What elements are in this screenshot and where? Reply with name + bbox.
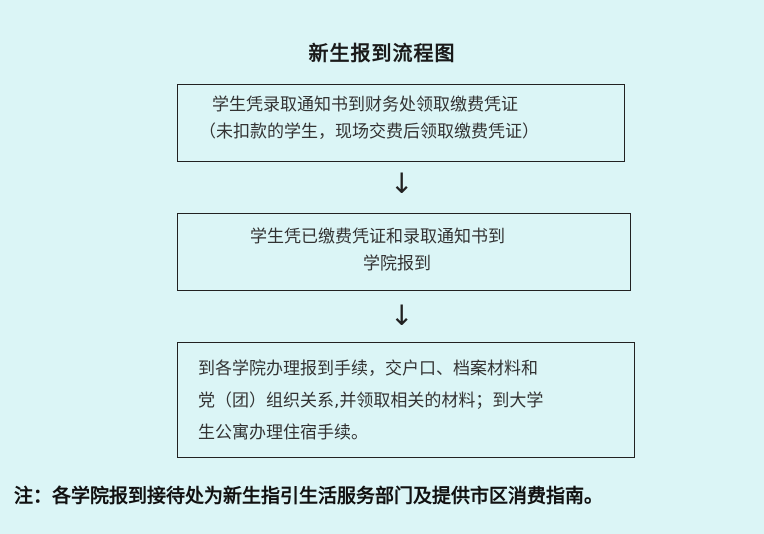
step-3-line-3: 生公寓办理住宿手续。 <box>198 423 368 443</box>
step-1-line-2: （未扣款的学生，现场交费后领取缴费凭证） <box>199 122 539 142</box>
step-2-line-2: 学院报到 <box>363 254 431 274</box>
footnote: 注：各学院报到接待处为新生指引生活服务部门及提供市区消费指南。 <box>14 485 604 507</box>
step-2-box: 学生凭已缴费凭证和录取通知书到 学院报到 <box>177 213 631 291</box>
down-arrow-icon: ↓ <box>390 167 414 200</box>
step-3-box: 到各学院办理报到手续，交户口、档案材料和 党（团）组织关系,并领取相关的材料；到… <box>177 342 635 458</box>
step-1-box: 学生凭录取通知书到财务处领取缴费凭证 （未扣款的学生，现场交费后领取缴费凭证） <box>177 84 625 162</box>
step-3-line-2: 党（团）组织关系,并领取相关的材料；到大学 <box>198 391 544 411</box>
page-title: 新生报到流程图 <box>308 41 456 65</box>
step-2-line-1: 学生凭已缴费凭证和录取通知书到 <box>250 227 505 247</box>
step-3-line-1: 到各学院办理报到手续，交户口、档案材料和 <box>198 359 538 379</box>
down-arrow-icon: ↓ <box>390 299 414 332</box>
step-1-line-1: 学生凭录取通知书到财务处领取缴费凭证 <box>212 95 518 115</box>
